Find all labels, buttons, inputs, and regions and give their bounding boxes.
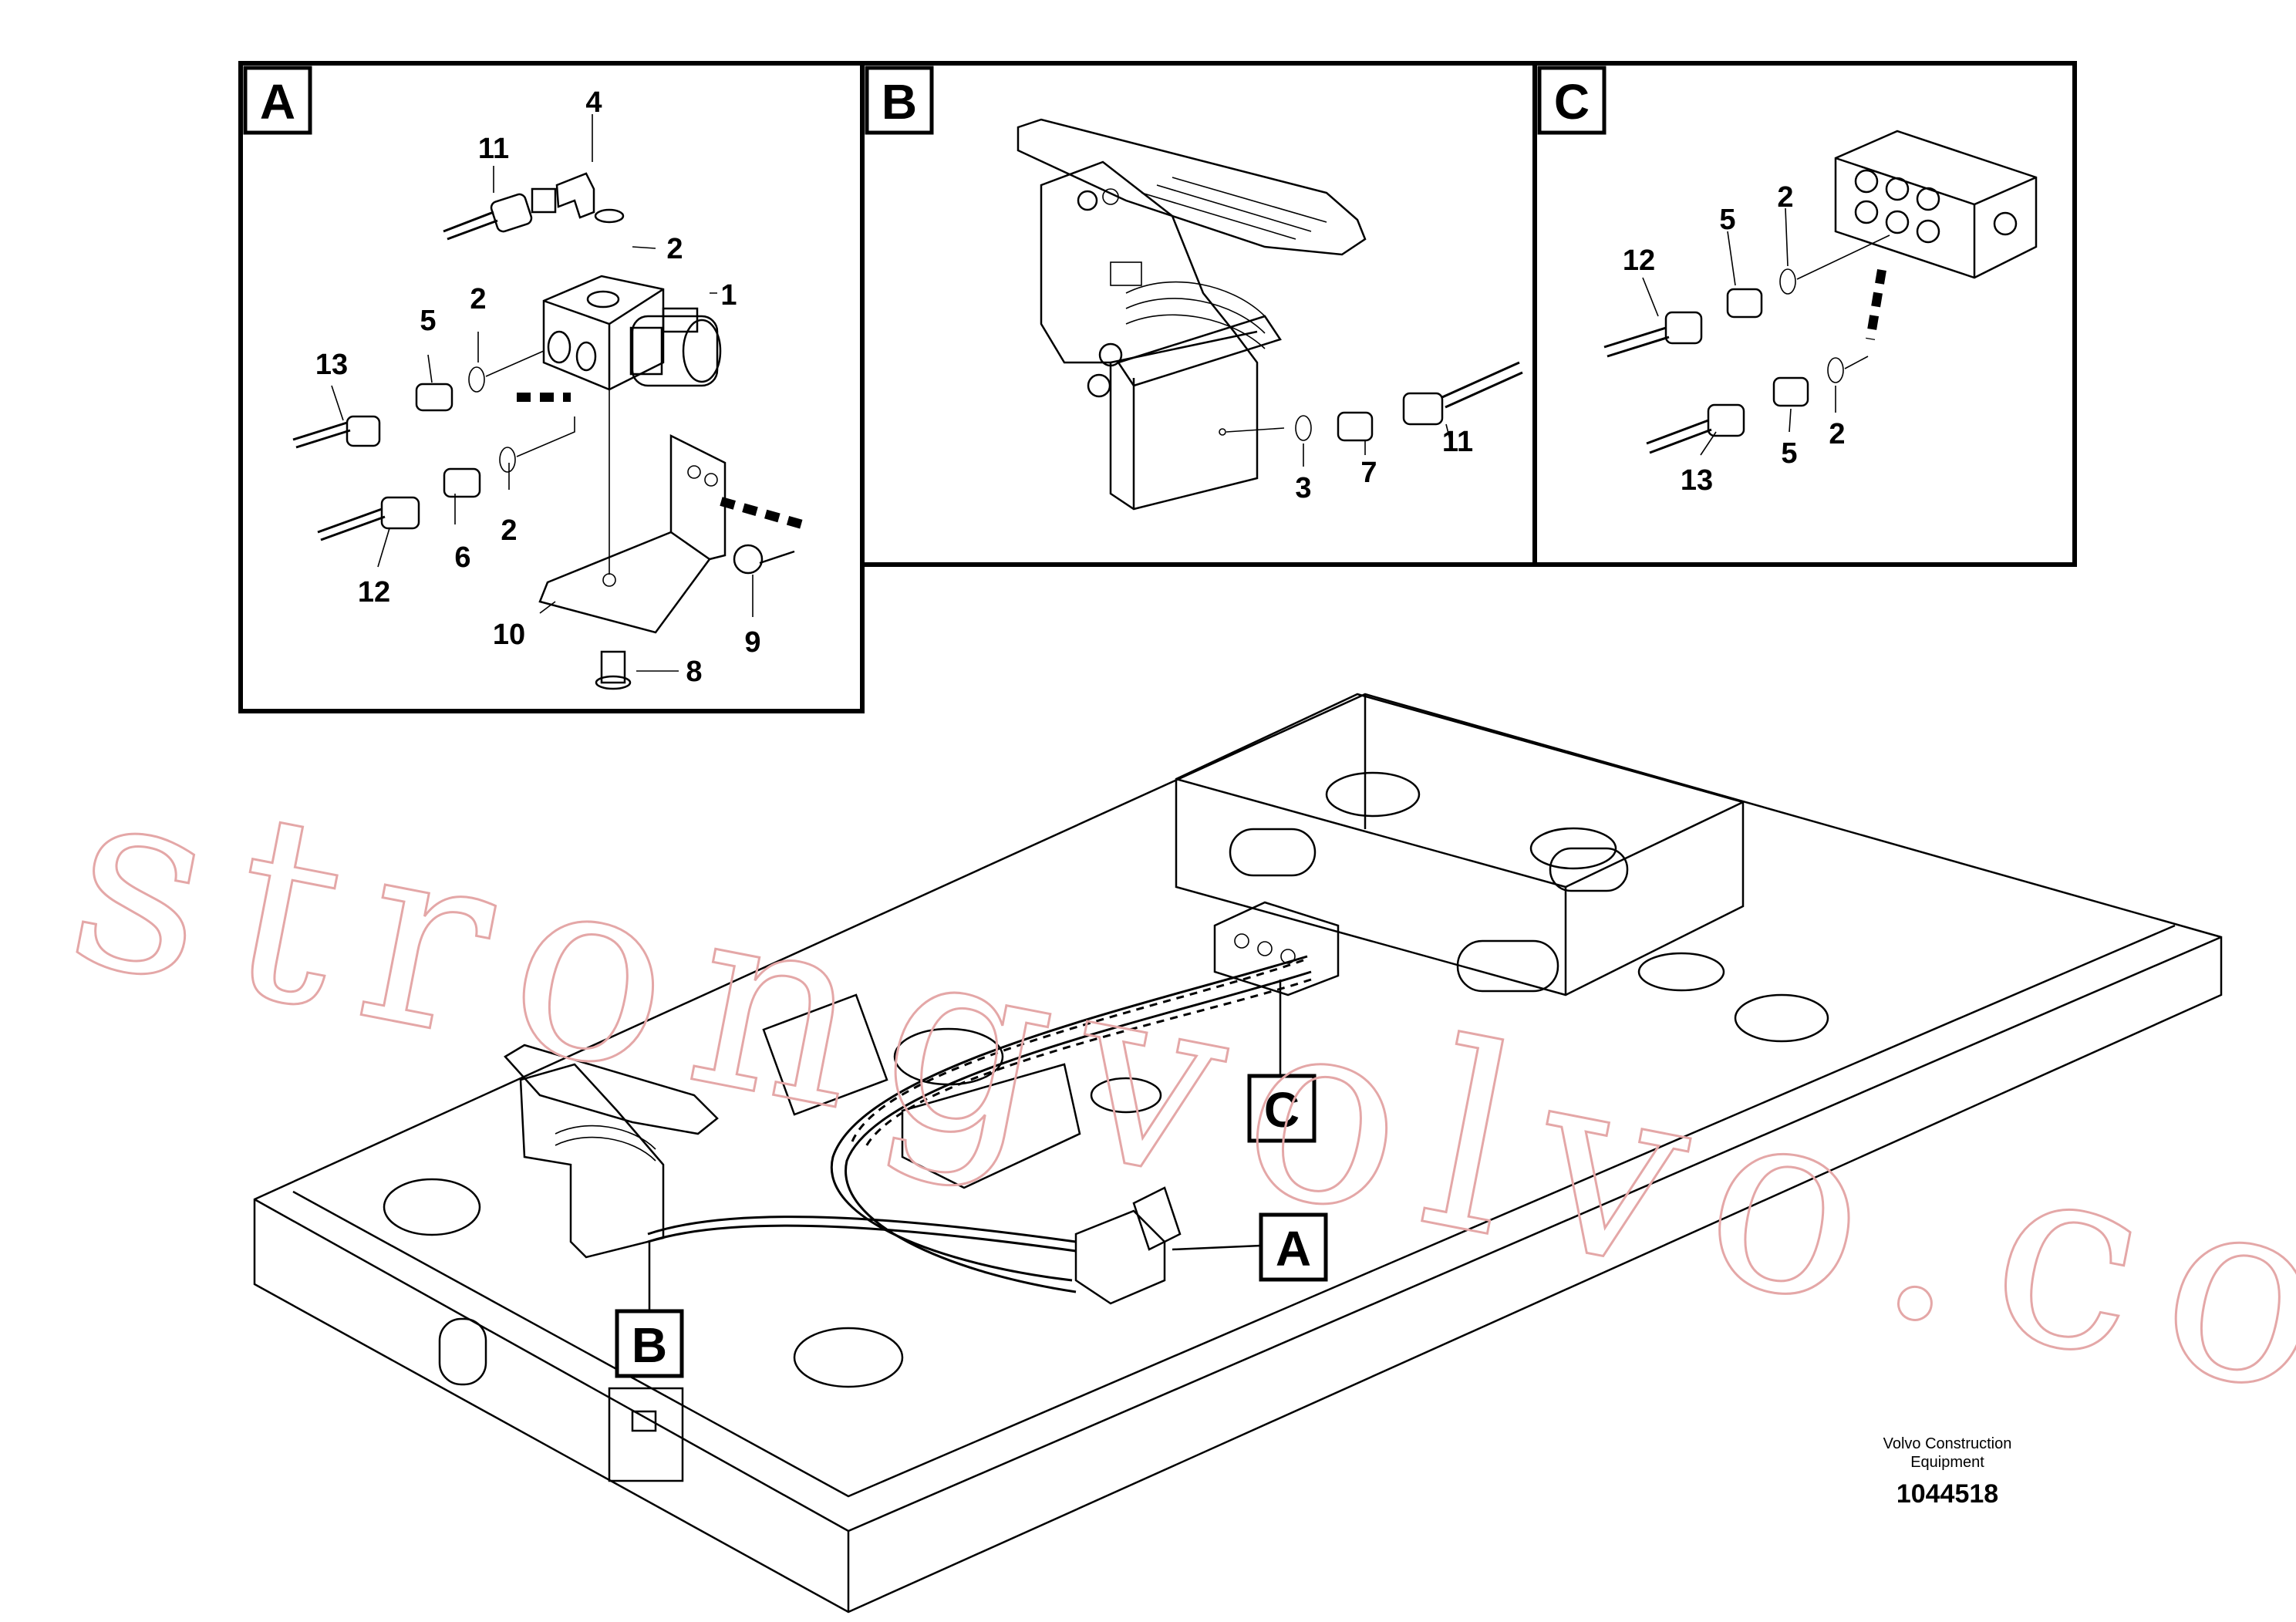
callout-a-2-mid: 2 [470, 283, 486, 315]
callout-c-5-low: 5 [1781, 437, 1797, 470]
brand-line-1: Volvo Construction [1883, 1435, 2012, 1452]
callout-b-7: 7 [1360, 457, 1377, 489]
callout-a-5: 5 [420, 305, 436, 337]
callout-a-2-low: 2 [501, 514, 517, 547]
callout-a-2-top: 2 [666, 233, 683, 265]
main-label-c: C [1264, 1082, 1300, 1138]
main-assembly: C A B [253, 693, 2223, 1614]
callout-a-6: 6 [454, 541, 470, 574]
callout-b-3: 3 [1295, 472, 1311, 504]
callout-a-11: 11 [478, 133, 509, 165]
panel-a-letter: A [260, 74, 295, 130]
callout-c-13: 13 [1681, 464, 1713, 497]
main-label-b: B [632, 1317, 667, 1373]
main-label-a: A [1276, 1221, 1311, 1276]
callout-a-10: 10 [493, 619, 525, 651]
panel-b: B 3 7 11 [860, 61, 1537, 567]
brand-line-2: Equipment [1910, 1454, 1984, 1471]
callout-b-11: 11 [1442, 426, 1473, 458]
panel-c-letter: C [1554, 74, 1590, 130]
callout-a-13: 13 [315, 349, 348, 381]
callout-a-4: 4 [585, 86, 602, 119]
callout-a-9: 9 [744, 626, 760, 659]
panel-c: C 12 5 2 13 5 2 [1532, 61, 2077, 567]
part-number: 1044518 [1896, 1479, 1999, 1509]
callout-c-2-low: 2 [1829, 418, 1845, 450]
callout-c-5-top: 5 [1719, 204, 1735, 236]
brand-block: Volvo Construction Equipment 1044518 [1851, 1435, 2044, 1509]
panel-b-letter: B [882, 74, 917, 130]
callout-c-12: 12 [1623, 244, 1655, 277]
callout-a-1: 1 [720, 279, 737, 312]
panel-a: A [238, 61, 865, 713]
callout-a-12: 12 [358, 576, 390, 609]
callout-c-2-top: 2 [1777, 181, 1793, 214]
callout-a-8: 8 [686, 656, 702, 688]
